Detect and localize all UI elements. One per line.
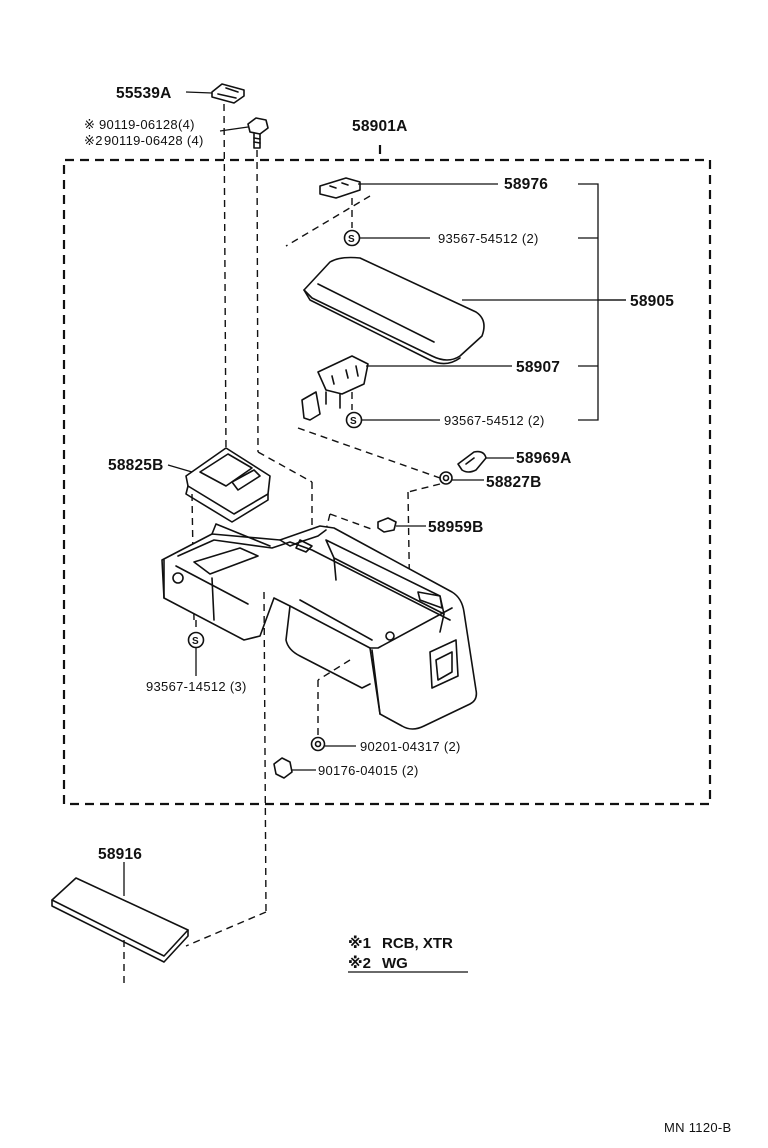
label-58901A: 58901A [352,118,408,135]
pad-58959B-drawing [377,517,397,533]
console-body-drawing [161,523,478,730]
clip-55539A-drawing [211,83,245,104]
label-93567-14512: 93567-14512 (3) [146,679,247,694]
label-90119-06128: 90119-06128(4) [99,117,195,132]
nut-90176-drawing [273,757,293,779]
knob-58969A-drawing [457,450,487,473]
label-93567-54512-lower: 93567-54512 (2) [444,413,545,428]
label-93567-54512-upper: 93567-54512 (2) [438,231,539,246]
diagram-code: MN 1120-B [664,1120,731,1135]
screw-lower-mark: S [350,416,357,427]
hinge-58976-drawing [319,177,361,199]
note2-mark: ※2 [348,954,371,972]
screw-upper-mark: S [348,234,355,245]
assembly-frame [62,145,712,806]
label-58969A: 58969A [516,450,572,467]
note1-mark: ※1 [348,934,371,952]
bolt-90119-drawing [247,117,269,149]
screw-upper [343,229,361,247]
hinge-58907-drawing [301,355,369,421]
screw-left-mark: S [192,636,199,647]
marker-note2: ※2 [84,133,103,148]
note2-text: WG [382,955,408,972]
tray-58825B-drawing [185,447,271,523]
screw-left [187,631,205,649]
label-90201-04317: 90201-04317 (2) [360,739,461,754]
screw-lower [345,411,363,429]
nut-58827B-drawing [439,471,453,485]
group-bracket [578,183,599,421]
label-55539A: 55539A [116,85,172,102]
lid-58905-drawing [303,256,485,365]
note1-text: RCB, XTR [382,935,453,952]
label-90119-06428: 90119-06428 (4) [104,133,204,148]
marker-note1: ※ [84,117,95,132]
label-90176-04015: 90176-04015 (2) [318,763,419,778]
mat-58916-drawing [51,877,189,963]
label-58907: 58907 [516,359,560,376]
label-58959B: 58959B [428,519,484,536]
label-58916: 58916 [98,846,142,863]
label-58976: 58976 [504,176,548,193]
label-58825B: 58825B [108,457,164,474]
label-58905: 58905 [630,293,674,310]
label-58827B: 58827B [486,474,542,491]
washer-90201-drawing [310,736,326,752]
